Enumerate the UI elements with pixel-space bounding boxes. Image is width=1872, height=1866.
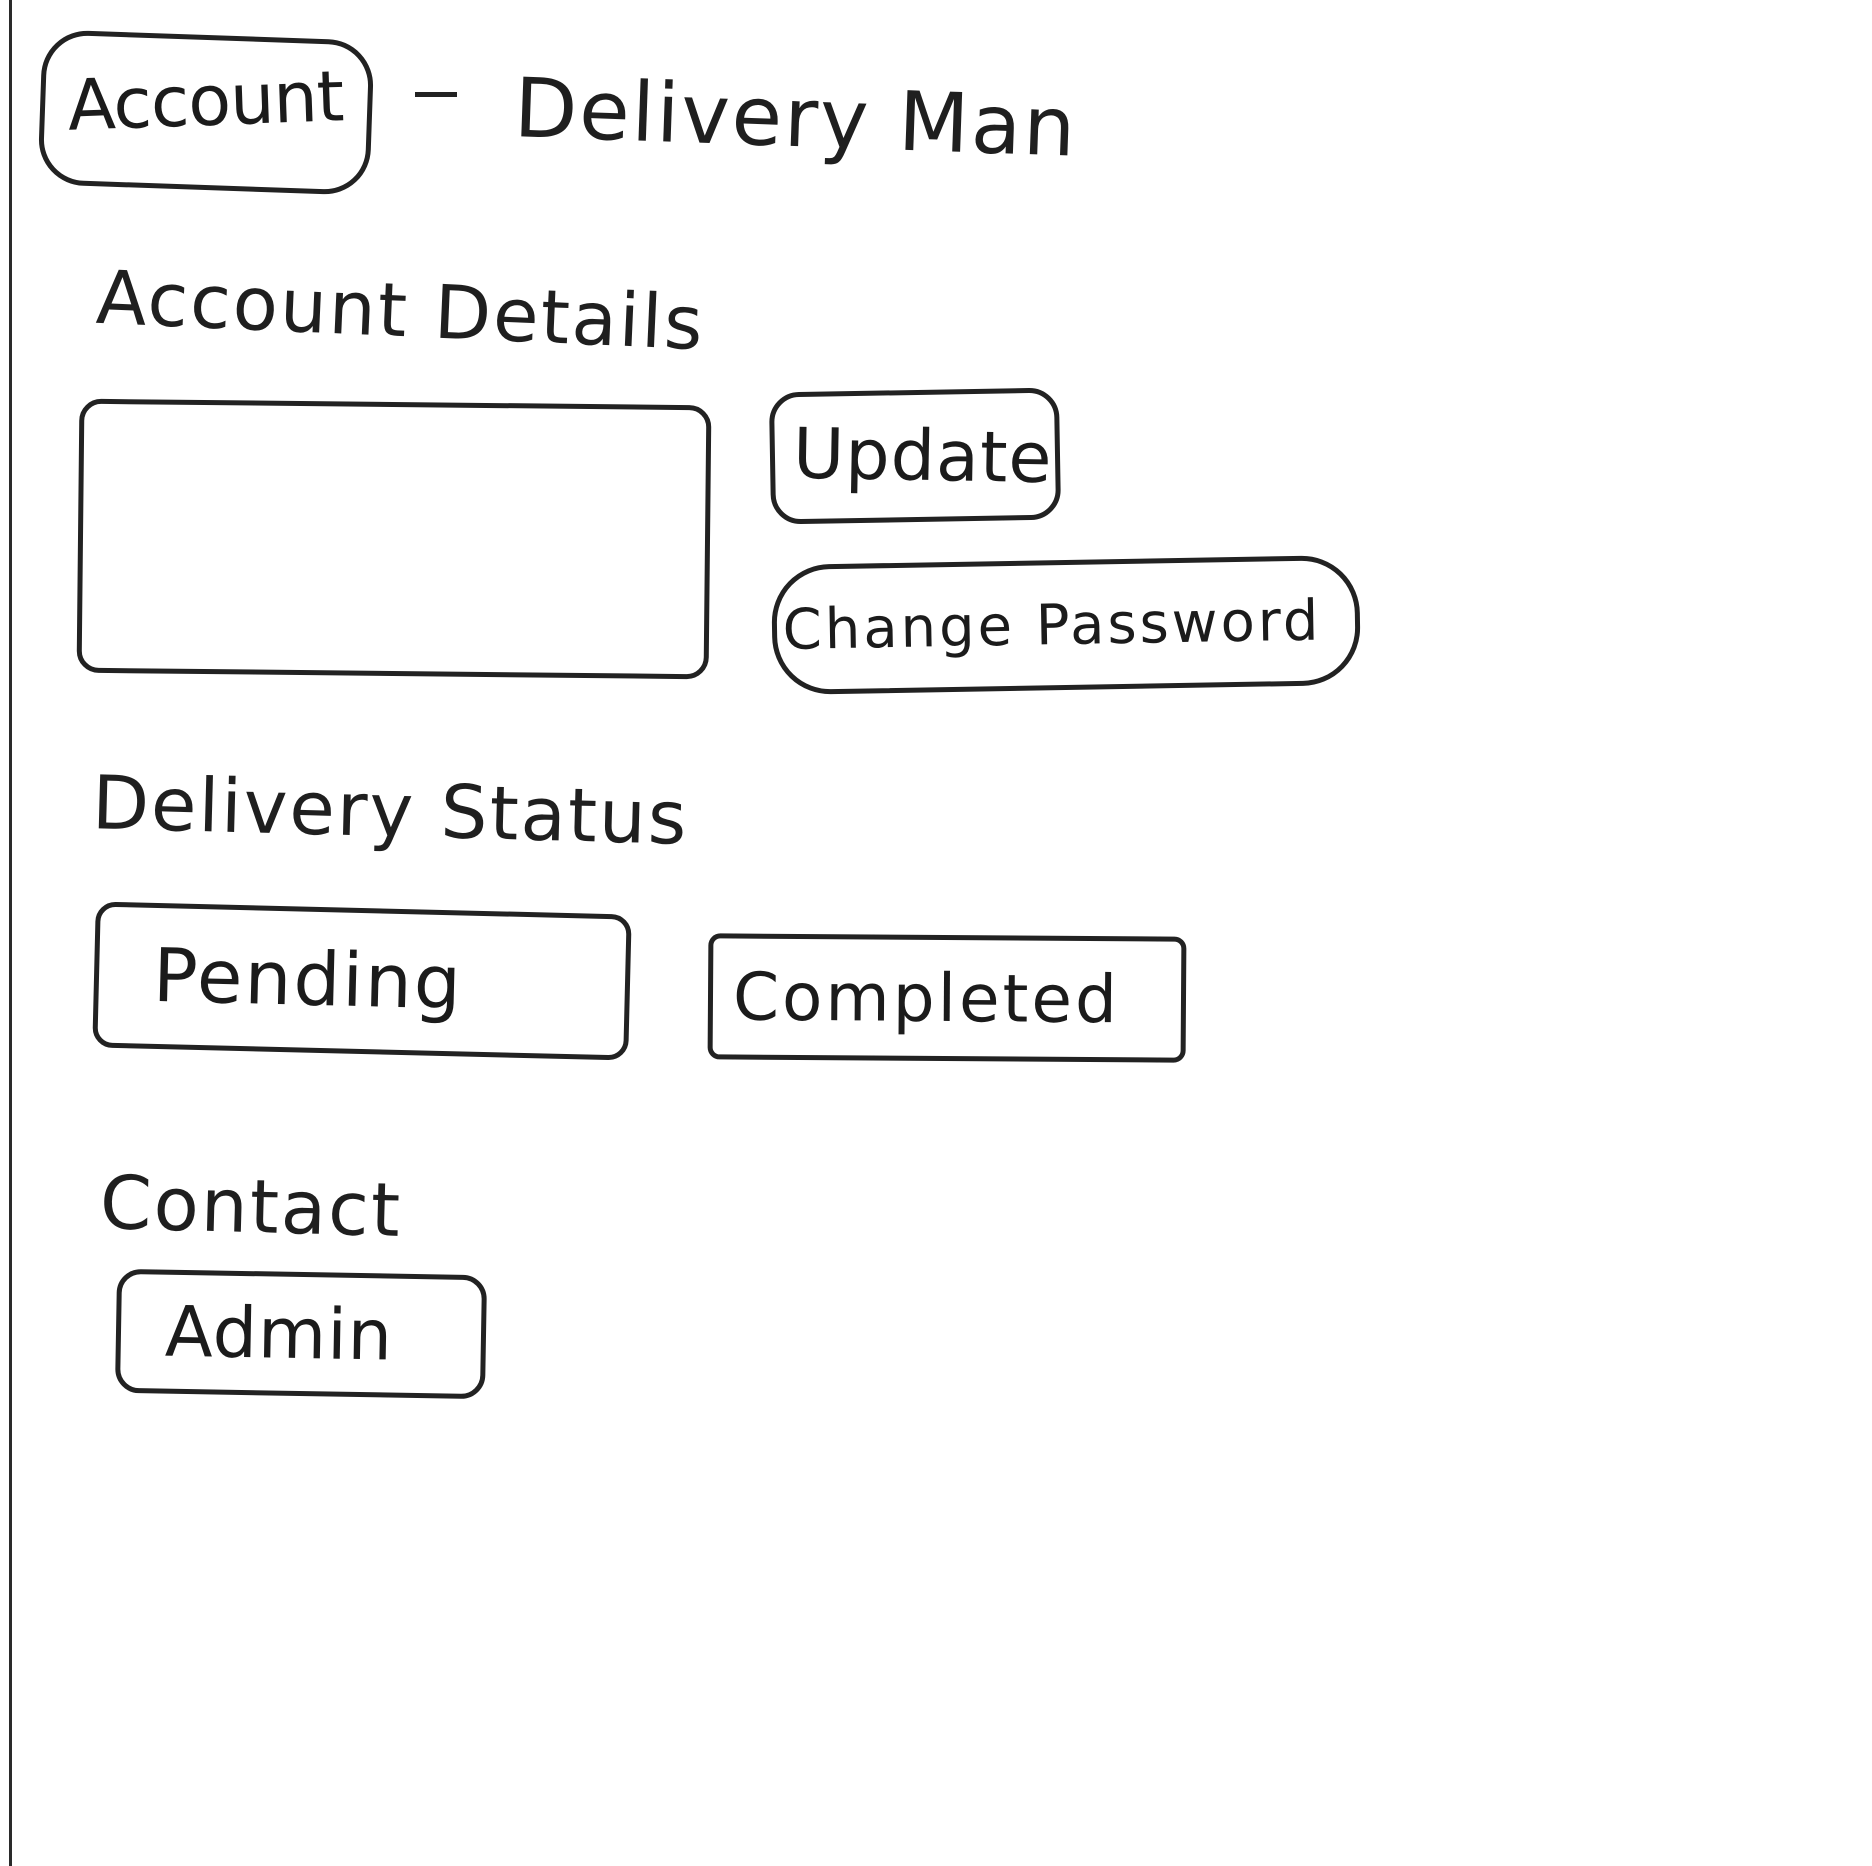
contact-admin-button[interactable]: Admin <box>114 1268 488 1400</box>
update-button[interactable]: Update <box>768 387 1062 525</box>
pending-status-label: Pending <box>152 932 464 1027</box>
account-details-box[interactable] <box>76 398 712 680</box>
contact-heading: Contact <box>98 1160 403 1254</box>
completed-status-button[interactable]: Completed <box>707 933 1187 1063</box>
completed-status-label: Completed <box>732 958 1121 1038</box>
page-title: Delivery Man <box>512 61 1079 176</box>
account-details-heading: Account Details <box>94 254 707 368</box>
delivery-status-heading: Delivery Status <box>90 760 690 862</box>
contact-admin-label: Admin <box>164 1290 394 1377</box>
account-tab-label: Account <box>66 54 345 147</box>
change-password-button-label: Change Password <box>782 588 1322 663</box>
pending-status-button[interactable]: Pending <box>92 901 632 1061</box>
account-tab[interactable]: Account <box>37 29 375 196</box>
header-separator <box>415 92 457 97</box>
change-password-button[interactable]: Change Password <box>770 554 1362 696</box>
left-margin-line <box>9 0 12 1866</box>
update-button-label: Update <box>792 412 1054 500</box>
